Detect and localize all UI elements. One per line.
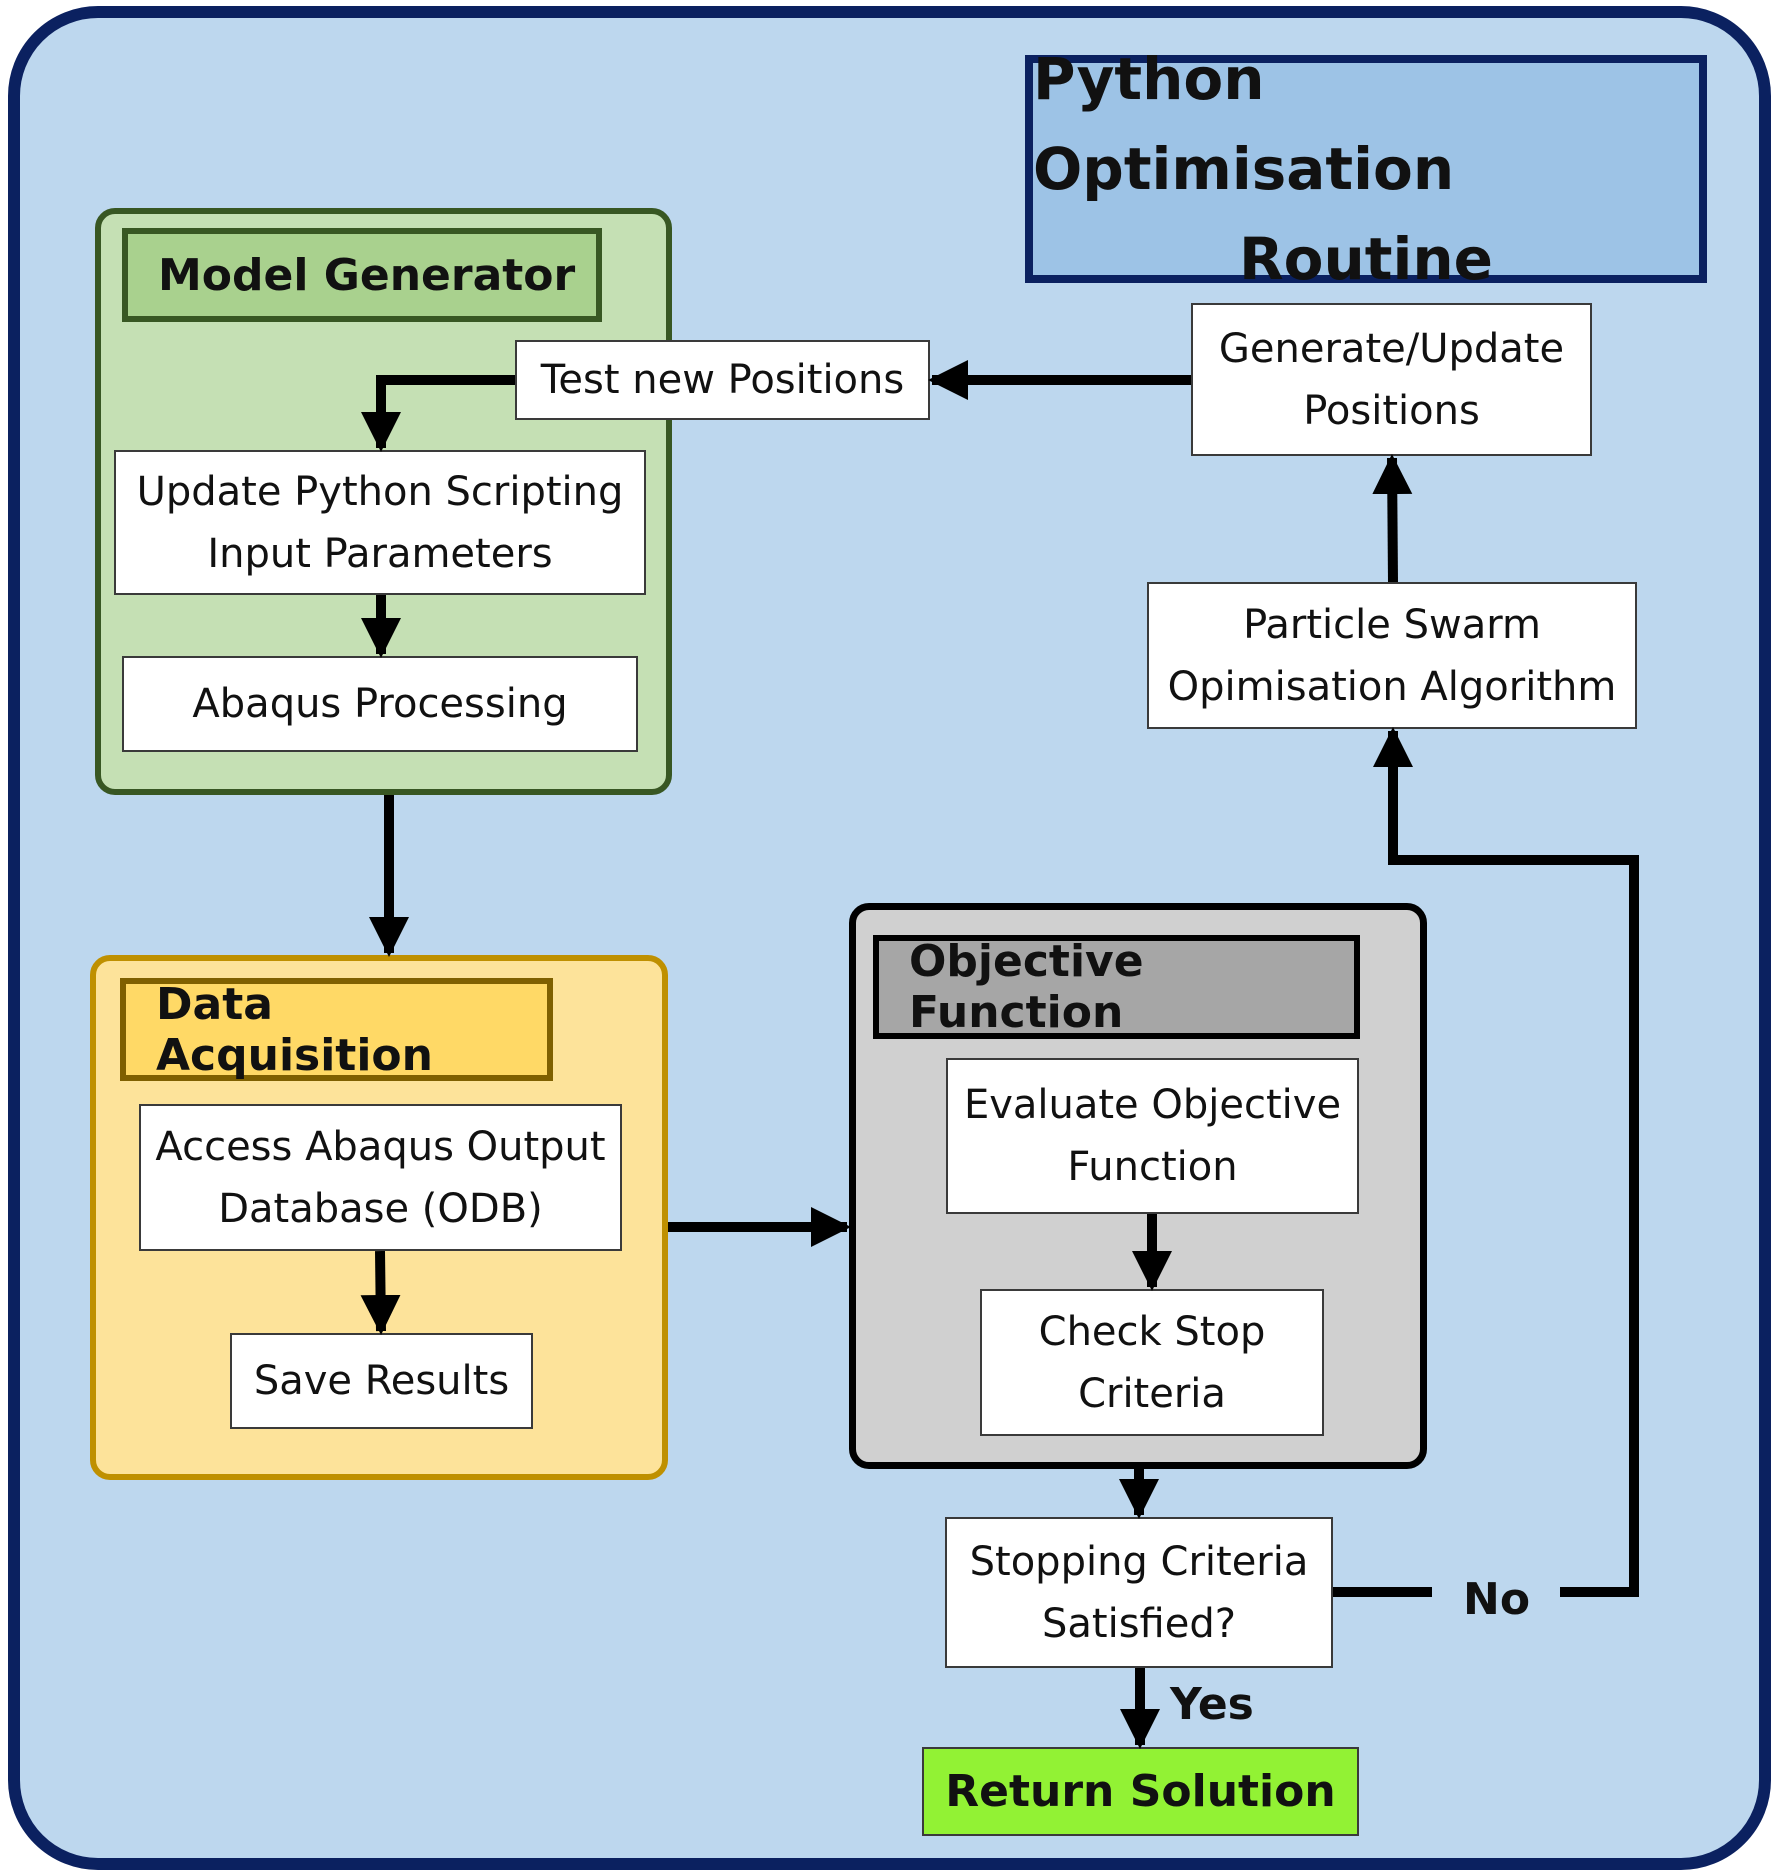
arrow-no-to-pso — [1373, 727, 1639, 1597]
arrow-odb-to-save — [360, 1250, 401, 1335]
arrow-test-to-update — [361, 375, 515, 452]
model-generator-header: Model Generator — [122, 228, 602, 322]
title-box: Python Optimisation Routine — [1025, 45, 1707, 293]
title-line-2: Routine — [1238, 225, 1494, 293]
access-odb-box: Access Abaqus Output Database (ODB) — [139, 1104, 622, 1251]
no-label: No — [1463, 1574, 1531, 1625]
return-solution-box: Return Solution — [922, 1747, 1359, 1836]
stopping-criteria-box: Stopping Criteria Satisfied? — [945, 1517, 1333, 1668]
evaluate-objective-box: Evaluate Objective Function — [946, 1058, 1359, 1214]
data-acquisition-header: Data Acquisition — [120, 978, 553, 1081]
generate-update-positions-box: Generate/Update Positions — [1191, 303, 1592, 456]
title-line-1: Python Optimisation — [1033, 45, 1455, 203]
objective-function-header: Objective Function — [873, 935, 1360, 1039]
arrow-pso-to-generate — [1372, 454, 1413, 583]
yes-label: Yes — [1170, 1679, 1254, 1730]
check-stop-box: Check Stop Criteria — [980, 1289, 1324, 1436]
abaqus-processing-box: Abaqus Processing — [122, 656, 638, 752]
save-results-box: Save Results — [230, 1333, 533, 1429]
test-new-positions-box: Test new Positions — [515, 340, 930, 420]
